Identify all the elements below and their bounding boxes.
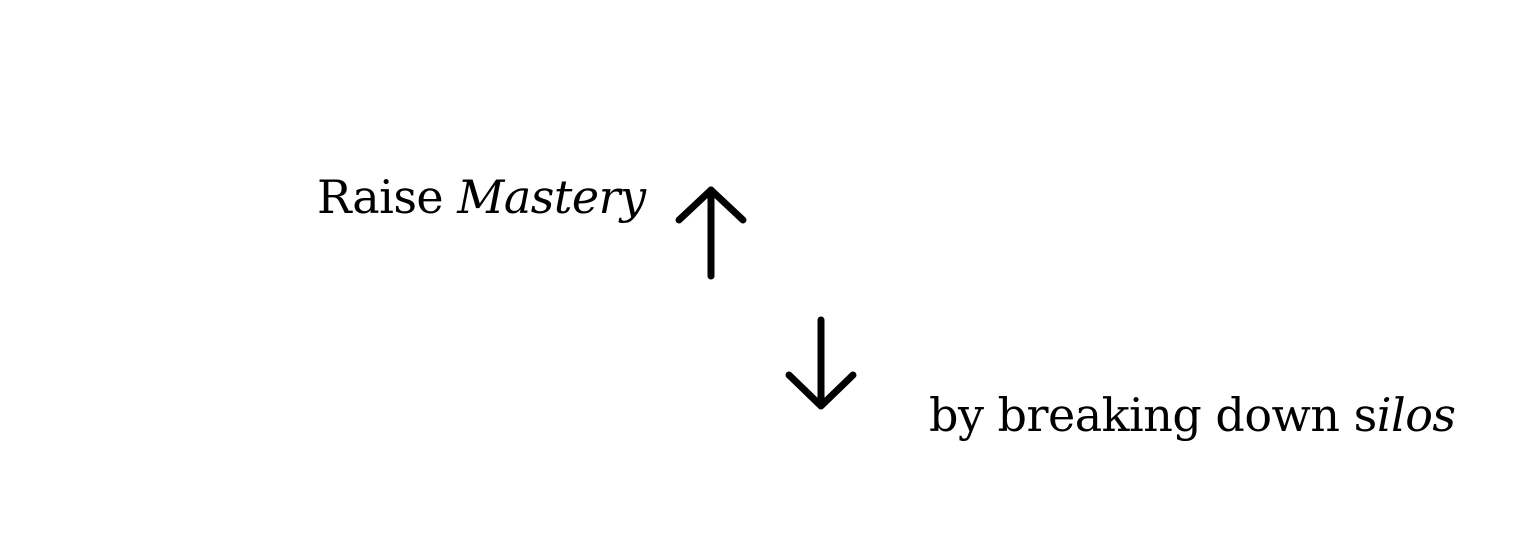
arrow-up-icon xyxy=(666,182,756,282)
breaking-down-words: by breaking down s xyxy=(929,388,1377,442)
arrow-down-icon xyxy=(776,312,866,412)
mastery-word: Mastery xyxy=(457,170,646,224)
silos-italic-part: ilos xyxy=(1376,388,1456,442)
raise-word: Raise xyxy=(317,170,458,224)
raise-mastery-text: Raise Mastery xyxy=(317,174,646,220)
breaking-down-silos-text: by breaking down silos xyxy=(929,392,1456,438)
